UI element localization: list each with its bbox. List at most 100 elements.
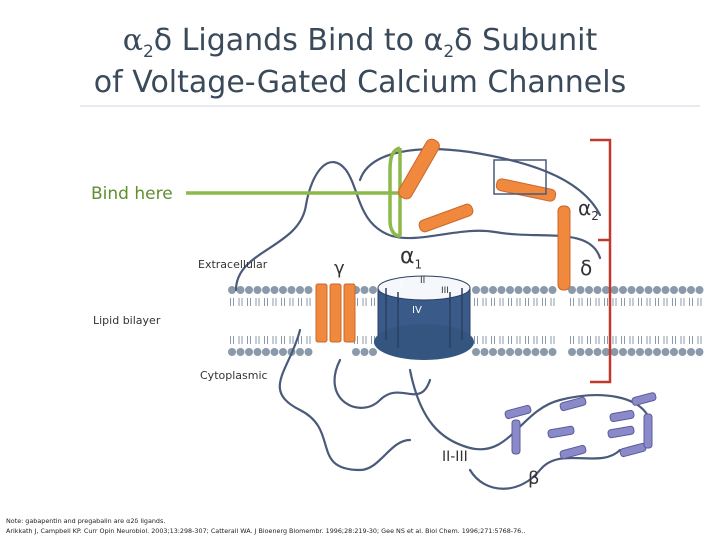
lipid-tail [621, 336, 625, 344]
extracellular-loop-right [390, 229, 602, 260]
lipid-head [687, 348, 695, 356]
lipid-tail [604, 298, 608, 306]
lipid-head [506, 348, 514, 356]
lipid-tail [525, 336, 529, 344]
alpha2-helices [398, 138, 557, 233]
delta-label: δ [580, 256, 593, 280]
lipid-tail [629, 336, 634, 344]
lipid-tail [474, 298, 478, 306]
beta-label: β [528, 468, 540, 489]
bind-here-label: Bind here [91, 184, 173, 204]
lipid-head [653, 286, 661, 294]
lipid-head [661, 348, 670, 356]
lipid-tail [491, 298, 495, 306]
lipid-tail [482, 336, 487, 344]
lipid-head [262, 286, 270, 294]
lipid-tail [272, 298, 277, 306]
lipid-tail [655, 336, 659, 344]
lipid-tail [646, 336, 651, 344]
lipid-head [279, 286, 287, 294]
alpha2-helix [495, 178, 557, 202]
title-text-mid: δ Ligands Bind to α [153, 23, 444, 58]
lipid-tail [621, 298, 625, 306]
alpha1-channel [374, 275, 474, 360]
cytoplasmic-loop-left [278, 328, 412, 472]
lipid-bilayer [228, 286, 704, 356]
lipid-tail [289, 298, 294, 306]
lipid-tail [578, 298, 583, 306]
lipid-tail [612, 298, 617, 306]
subscript: 1 [414, 257, 423, 272]
page-title-line2: of Voltage-Gated Calcium Channels [93, 65, 627, 100]
lipid-tail [306, 298, 311, 306]
page-title-line1: α2δ Ligands Bind to α2δ Subunit [0, 24, 720, 69]
lipid-tail [508, 298, 512, 306]
lipid-tail [672, 298, 676, 306]
lipid-tail [298, 298, 302, 306]
lipid-tail [570, 298, 574, 306]
lipid-tail [516, 336, 521, 344]
alpha-symbol: α [400, 244, 415, 269]
lipid-tail [663, 298, 668, 306]
alpha2-helix [398, 138, 440, 200]
lipid-tail [570, 336, 574, 344]
lipid-tail [672, 336, 676, 344]
channel-pore-top [377, 275, 471, 301]
lipid-head [687, 286, 695, 294]
domain-iii-label: III [441, 286, 449, 296]
lipid-head [514, 348, 523, 356]
lipid-head [585, 348, 593, 356]
lipid-tail [264, 298, 268, 306]
lipid-head [576, 286, 585, 294]
lipid-head [670, 286, 678, 294]
lipid-head [619, 348, 627, 356]
lipid-head [304, 348, 313, 356]
lipid-tail [474, 336, 478, 344]
lipid-head [585, 286, 593, 294]
lipid-head [480, 348, 489, 356]
lipid-head [296, 348, 304, 356]
subscript: 2 [142, 42, 154, 62]
channel-segments [385, 288, 463, 348]
lipid-tail [230, 336, 234, 344]
lipid-head [352, 348, 360, 356]
lipid-tail [578, 336, 583, 344]
lipid-tail [595, 298, 600, 306]
lipid-head [245, 348, 253, 356]
lipid-head [627, 286, 636, 294]
lipid-bilayer-label: Lipid bilayer [93, 314, 161, 327]
lipid-head [610, 286, 619, 294]
lipid-head [262, 348, 270, 356]
lipid-head [296, 286, 304, 294]
alpha2-helix [418, 203, 474, 233]
title-text-suffix: δ Subunit [454, 23, 598, 58]
alpha2-loop [358, 148, 602, 217]
lipid-tail [482, 298, 487, 306]
lipid-head [287, 286, 296, 294]
lipid-head [304, 286, 313, 294]
lipid-tail [491, 336, 495, 344]
gamma-subunit [315, 283, 356, 343]
subscript: 2 [591, 209, 599, 223]
bind-here-bracket [186, 148, 402, 236]
lipid-head [593, 348, 602, 356]
lipid-tail [542, 298, 546, 306]
cytoplasmic-loop-small [333, 358, 432, 409]
lipid-head [602, 348, 610, 356]
lipid-tail [272, 336, 277, 344]
lipid-head [228, 286, 236, 294]
lipid-head [369, 286, 377, 294]
lipid-tail [595, 336, 600, 344]
subscript: 2 [443, 42, 455, 62]
lipid-head [636, 286, 644, 294]
lipid-tail [238, 298, 243, 306]
domain-ii-label: II [420, 276, 426, 286]
lipid-tail [587, 298, 591, 306]
lipid-head [531, 348, 540, 356]
lipid-tail [255, 336, 260, 344]
lipid-head [610, 348, 619, 356]
lipid-tail [281, 298, 285, 306]
lipid-head [619, 286, 627, 294]
lipid-head [670, 348, 678, 356]
lipid-tail [680, 336, 685, 344]
